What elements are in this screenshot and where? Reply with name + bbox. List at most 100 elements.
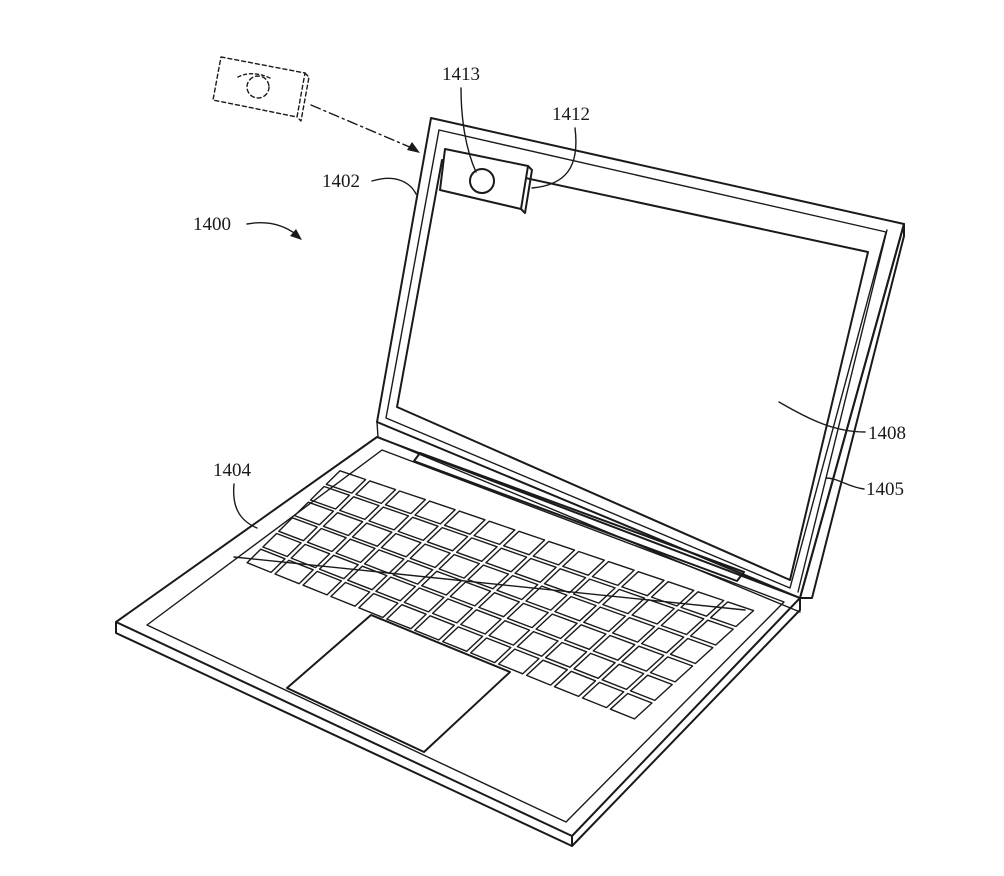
keyboard-key — [709, 601, 755, 628]
label-1413: 1413 — [442, 64, 480, 173]
keyboard-key — [525, 659, 568, 686]
keyboard-key — [680, 591, 725, 617]
keyboard-key — [553, 670, 597, 698]
keyboard-key — [689, 619, 734, 646]
keyboard-key — [368, 506, 410, 531]
mounted-camera-module — [439, 148, 533, 214]
keyboard-key — [640, 627, 685, 654]
attach-direction-arrow — [310, 104, 420, 153]
keyboard — [246, 470, 755, 720]
keyboard-key — [478, 592, 520, 618]
keyboard-key — [426, 526, 469, 552]
keyboard-key — [660, 609, 705, 636]
label-1402: 1402 — [322, 171, 417, 195]
keyboard-key — [573, 652, 616, 679]
keyboard-key — [330, 581, 371, 607]
keyboard-key — [612, 616, 656, 643]
keyboard-key — [649, 656, 694, 683]
keyboard-key — [442, 626, 484, 652]
keyboard-key — [397, 516, 439, 542]
keyboard-key — [339, 496, 380, 521]
keyboard-key — [414, 615, 455, 641]
label-1404: 1404 — [213, 460, 258, 529]
keyboard-key — [293, 501, 335, 526]
hinge-bar — [413, 452, 745, 582]
keyboard-key — [460, 609, 502, 635]
ref-label-1413: 1413 — [442, 64, 480, 85]
ref-label-1402: 1402 — [322, 171, 360, 192]
keyboard-key — [631, 599, 675, 625]
laptop-base — [115, 436, 801, 847]
keyboard-key — [409, 543, 451, 569]
keyboard-key — [470, 637, 512, 664]
keyboard-key — [514, 557, 557, 583]
keyboard-key — [609, 692, 653, 720]
ref-label-1405: 1405 — [866, 479, 904, 500]
detached-camera-module — [212, 56, 310, 122]
label-1412: 1412 — [531, 104, 590, 189]
keyboard-key — [325, 470, 367, 494]
keyboard-key — [602, 588, 646, 615]
keyboard-key — [650, 581, 695, 607]
keyboard-key — [302, 570, 343, 596]
keyboard-key — [532, 540, 576, 566]
keyboard-key — [473, 520, 516, 546]
keyboard-key — [322, 512, 364, 537]
detached-camera-lens-icon — [246, 75, 270, 99]
keyboard-key — [403, 587, 445, 613]
keyboard-key — [335, 538, 376, 564]
keyboard-key — [421, 570, 463, 596]
keyboard-key — [572, 578, 616, 604]
keyboard-key — [564, 624, 607, 650]
label-1400: 1400 — [193, 214, 302, 240]
keyboard-key — [621, 645, 665, 672]
keyboard-key — [278, 517, 318, 542]
keyboard-key — [309, 485, 351, 510]
keyboard-key — [392, 559, 434, 585]
keyboard-key — [290, 543, 331, 569]
keyboard-key — [621, 571, 665, 597]
keyboard-key — [592, 634, 636, 661]
label-1405: 1405 — [825, 477, 904, 500]
keyboard-key — [246, 548, 286, 574]
trackpad — [286, 614, 511, 753]
keyboard-key — [562, 550, 605, 576]
keyboard-key — [347, 565, 388, 591]
ref-label-1408: 1408 — [868, 423, 906, 444]
keyboard-key — [506, 602, 549, 629]
keyboard-key — [380, 532, 422, 558]
keyboard-key — [497, 648, 540, 675]
keyboard-key — [554, 595, 597, 622]
ref-label-1404: 1404 — [213, 460, 252, 481]
keyboard-key — [601, 663, 645, 691]
keyboard-key — [355, 480, 397, 505]
display-screen — [396, 159, 869, 581]
keyboard-key — [431, 598, 474, 624]
keyboard-key — [358, 592, 399, 619]
keyboard-key — [443, 510, 486, 535]
keyboard-key — [591, 560, 635, 587]
ref-label-1400: 1400 — [193, 214, 231, 235]
label-1408: 1408 — [778, 401, 906, 444]
keyboard-key — [363, 549, 405, 574]
camera-lens-icon — [469, 168, 495, 194]
keyboard-key — [351, 522, 393, 547]
keyboard-key — [375, 576, 416, 602]
keyboard-key — [386, 604, 427, 630]
keyboard-key — [669, 637, 714, 665]
keyboard-key — [525, 585, 568, 611]
keyboard-key — [488, 620, 531, 646]
keyboard-key — [467, 564, 510, 590]
keyboard-key — [449, 581, 492, 607]
keyboard-key — [629, 674, 673, 702]
keyboard-key — [438, 553, 480, 579]
keyboard-key — [456, 537, 498, 562]
keyboard-key — [496, 574, 539, 601]
ref-label-1412: 1412 — [552, 104, 590, 125]
keyboard-key — [414, 500, 456, 525]
keyboard-key — [262, 532, 302, 558]
keyboard-key — [516, 630, 559, 657]
keyboard-key — [274, 559, 314, 585]
